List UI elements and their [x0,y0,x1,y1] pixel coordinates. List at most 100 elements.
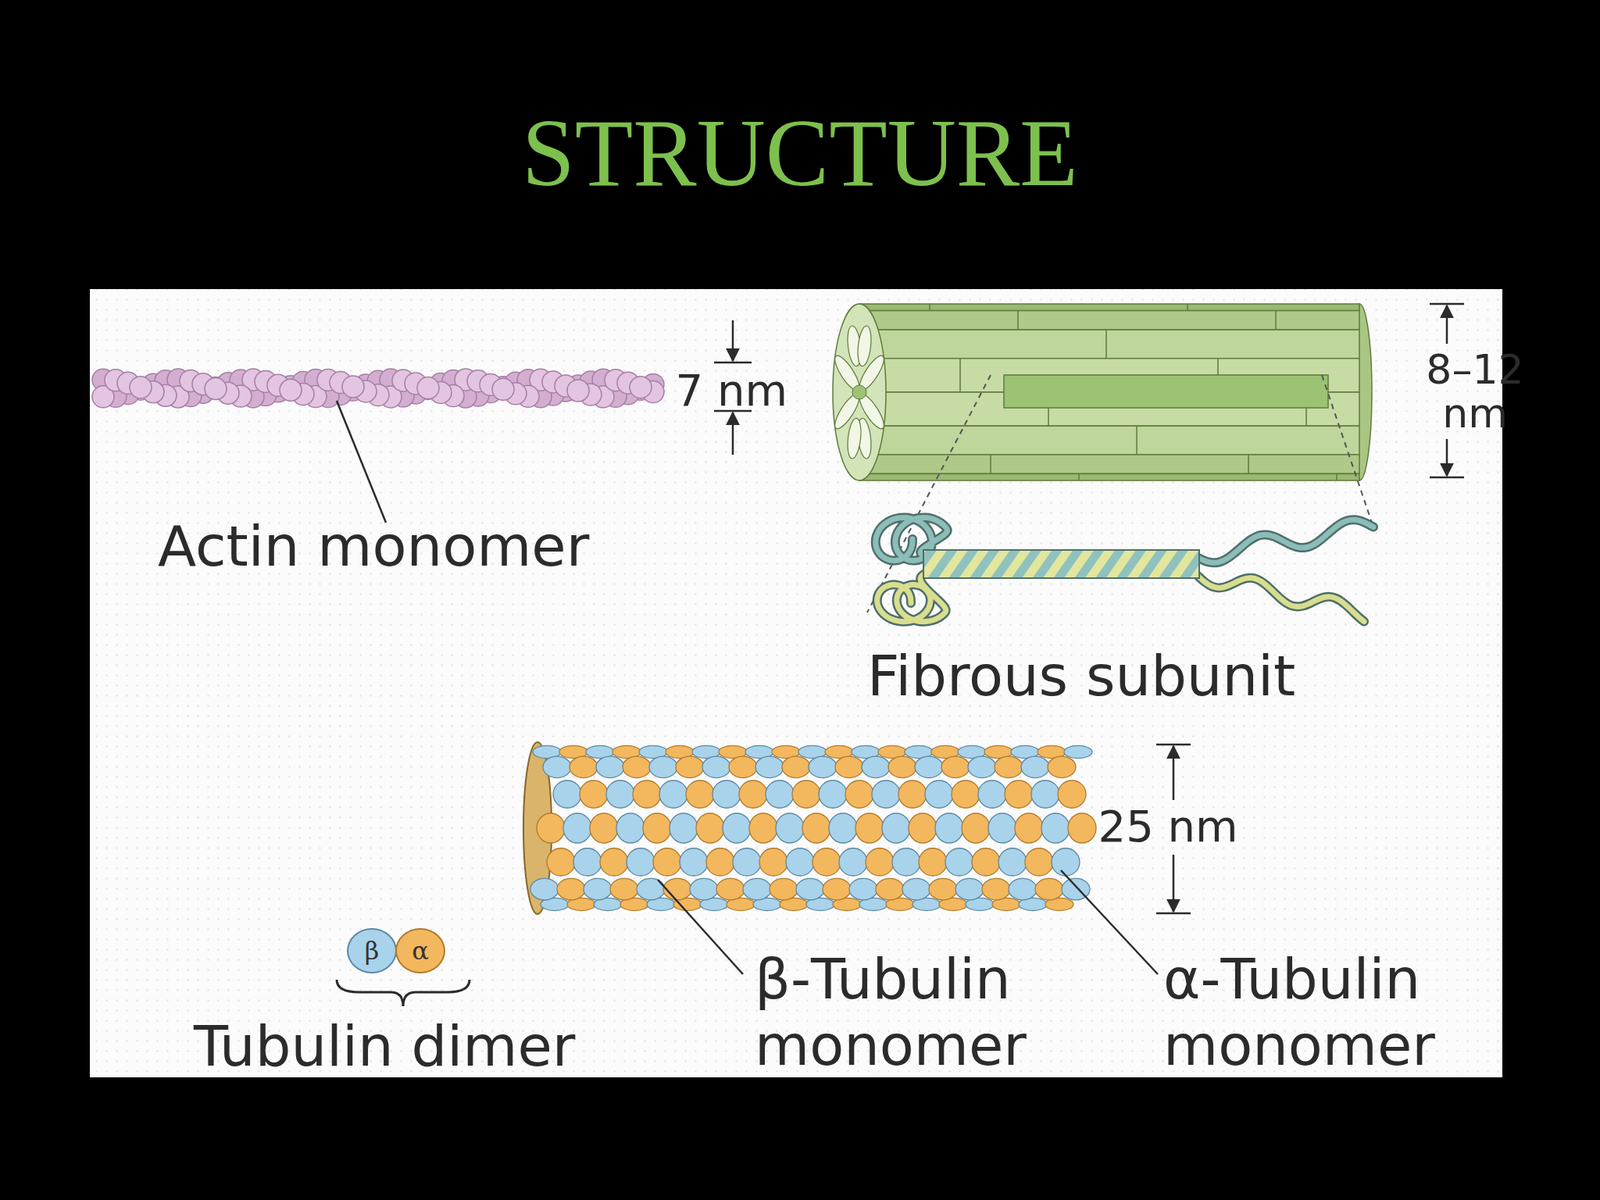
alpha-tubulin-subunit [557,878,586,900]
beta-tubulin-subunit [775,813,804,843]
beta-tubulin-subunit [1008,878,1037,900]
alpha-tubulin-subunit [569,756,598,778]
actin-subunit [417,377,440,400]
alpha-tubulin-subunit [994,756,1023,778]
alpha-tubulin-subunit [888,756,917,778]
alpha-tubulin-subunit [855,813,884,843]
alpha-tubulin-subunit [1025,848,1054,876]
dimension-label: 8–12 nm [1408,347,1542,436]
cross-section-petal [856,325,874,367]
alpha-tubulin-subunit [622,756,651,778]
monomer-symbol: β [364,938,380,964]
dimension-arrow [732,412,735,455]
strand-joint [1078,473,1080,481]
alpha-tubulin-subunit [865,848,894,876]
beta-tubulin-subunit [1021,756,1050,778]
strand-joint [1105,329,1108,359]
beta-tubulin-subunit [902,878,931,900]
cross-section-petal [846,417,864,459]
beta-tubulin-subunit [689,878,718,900]
beta-tubulin-subunit [978,780,1007,808]
beta-tubulin-subunit [925,780,954,808]
dimension-bar [1429,476,1465,479]
actin-subunit [567,379,590,402]
strand-joint [959,358,961,393]
coil-tail-teal-outline [1195,519,1374,563]
intermediate-filament [831,303,1372,481]
alpha-tubulin-subunit [696,813,725,843]
beta-tubulin-subunit [914,756,943,778]
beta-tubulin-subunit [892,848,921,876]
beta-tubulin-subunit [935,813,964,843]
beta-tubulin-subunit [573,848,602,876]
beta-tubulin-subunit [765,780,794,808]
beta-tubulin-subunit [1031,780,1060,808]
coil-tail-yellow [1195,573,1365,622]
beta-tubulin-subunit [828,813,858,843]
beta-tubulin-subunit [583,878,612,900]
beta-tubulin-subunit [955,878,984,900]
beta-tubulin-subunit [861,756,890,778]
cross-section-core [852,385,867,400]
alpha-tubulin-subunit [728,756,758,778]
strand-joint [1335,473,1338,481]
actin-subunit [417,377,440,400]
alpha-tubulin-subunit [982,878,1011,900]
alpha-tubulin-subunit [1014,813,1043,843]
beta-tubulin-subunit [988,813,1017,843]
strand-joint [928,303,931,311]
beta-tubulin-subunit [998,848,1027,876]
strand-joint [1135,425,1138,455]
actin-subunit [129,376,152,399]
actin-filament [92,368,665,408]
beta-tubulin-subunit [722,813,751,843]
filament-strand [859,454,1360,474]
alpha-tubulin-subunit [759,848,788,876]
beta-tubulin-subunit [616,813,645,843]
beta-tubulin-subunit [669,813,698,843]
dimension-arrow [1172,854,1175,912]
alpha-tubulin-subunit [782,756,811,778]
alpha-tubulin-subunit [971,848,1000,876]
beta-tubulin-subunit [1041,813,1070,843]
dimension-label: 7 nm [675,367,788,415]
alpha-tubulin-subunit [875,878,904,900]
filament-cross-section [832,303,886,481]
alpha-tubulin-subunit [1004,780,1033,808]
alpha-tubulin-subunit [802,813,831,843]
alpha-tubulin-subunit [675,756,704,778]
monomer-symbol: α [411,938,429,964]
actin-subunit [204,378,227,400]
dimension-arrow [732,320,735,361]
coil-head-yellow [877,572,947,622]
coil-head-yellow-outline [877,572,947,622]
beta-tubulin-subunit [626,848,655,876]
dimension-arrow [1446,305,1449,344]
leader-line [657,879,743,975]
alpha-tubulin-subunit [600,848,629,876]
alpha-tubulin-subunit [1067,813,1097,843]
alpha-tubulin-subunit [769,878,798,900]
filament-strand [859,303,1360,311]
alpha-tubulin-subunit [749,813,778,843]
actin-subunit [279,378,302,401]
beta-tubulin-subunit [796,878,825,900]
part-label: Tubulin dimer [193,1013,575,1080]
beta-tubulin-subunit [839,848,868,876]
dimension-bar [1156,912,1191,915]
beta-tubulin-subunit [755,756,784,778]
beta-tubulin-subunit [1051,848,1080,876]
dimension-arrow [1172,746,1175,800]
dimension-arrow [1446,439,1449,476]
alpha-tubulin-subunit [1057,780,1086,808]
highlighted-strand [1003,375,1329,408]
beta-tubulin-subunit [530,878,559,900]
alpha-tubulin-subunit [941,756,970,778]
leader-line [336,400,386,523]
dimension-bar [1156,743,1191,747]
tubulin-monomer-circle: β [346,928,397,974]
actin-subunit [629,376,652,399]
beta-tubulin-subunit [553,780,582,808]
part-label: Fibrous subunit [867,642,1296,710]
